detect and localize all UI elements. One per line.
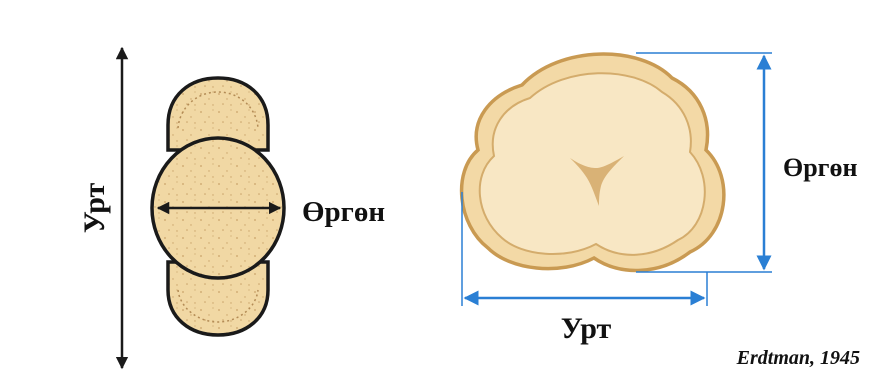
right-width-label: Өргөн (783, 153, 857, 182)
left-grain-side-view (152, 78, 284, 335)
right-grain-polar-view (462, 54, 724, 270)
right-length-label: Урт (561, 312, 612, 345)
left-length-label: Урт (78, 182, 111, 233)
left-width-label: Өргөн (302, 196, 385, 228)
citation-text: Erdtman, 1945 (736, 347, 860, 369)
